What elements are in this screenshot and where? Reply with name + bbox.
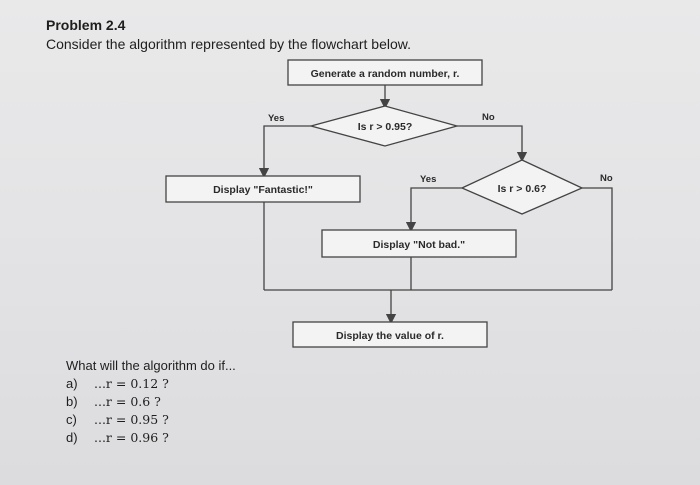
question-item: a) ...r = 0.12 ? <box>66 375 236 393</box>
question-expression: ...r = 0.95 ? <box>94 412 169 427</box>
not-bad-box <box>321 229 517 258</box>
flow-connectors <box>258 85 613 325</box>
question-item: d) ...r = 0.96 ? <box>66 429 236 447</box>
question-item: c) ...r = 0.95 ? <box>66 411 236 429</box>
decision-1-no-label: No <box>482 112 495 123</box>
decision-2-diamond <box>460 159 584 215</box>
question-item: b) ...r = 0.6 ? <box>66 393 236 411</box>
decision-1-label: Is r > 0.95? <box>358 121 413 133</box>
questions-prompt: What will the algorithm do if... <box>66 358 236 373</box>
decision-1-diamond <box>308 105 460 147</box>
question-letter: d) <box>66 430 78 445</box>
question-expression: ...r = 0.12 ? <box>94 376 169 391</box>
fantastic-box <box>165 175 361 203</box>
questions-section: What will the algorithm do if... a) ...r… <box>66 358 236 447</box>
fantastic-box-label: Display "Fantastic!" <box>213 184 313 196</box>
question-letter: a) <box>66 376 78 391</box>
decision-1-yes-label: Yes <box>268 113 284 124</box>
start-box-label: Generate a random number, r. <box>311 68 460 80</box>
question-expression: ...r = 0.96 ? <box>94 430 169 445</box>
decision-2-label: Is r > 0.6? <box>498 183 547 195</box>
arrow-d1-yes <box>258 125 311 179</box>
display-value-box-label: Display the value of r. <box>336 330 444 342</box>
arrow-d1-no <box>457 125 528 163</box>
arrow-d2-yes <box>405 187 462 233</box>
not-bad-box-label: Display "Not bad." <box>373 239 465 251</box>
question-expression: ...r = 0.6 ? <box>94 394 161 409</box>
decision-2-yes-label: Yes <box>420 174 436 185</box>
question-letter: b) <box>66 394 78 409</box>
problem-subtitle: Consider the algorithm represented by th… <box>46 36 411 52</box>
problem-title: Problem 2.4 <box>46 17 126 33</box>
decision-2-no-label: No <box>600 173 613 184</box>
display-value-box <box>292 321 488 348</box>
question-letter: c) <box>66 412 77 427</box>
start-box <box>287 59 483 86</box>
line-d2-no <box>582 187 613 290</box>
